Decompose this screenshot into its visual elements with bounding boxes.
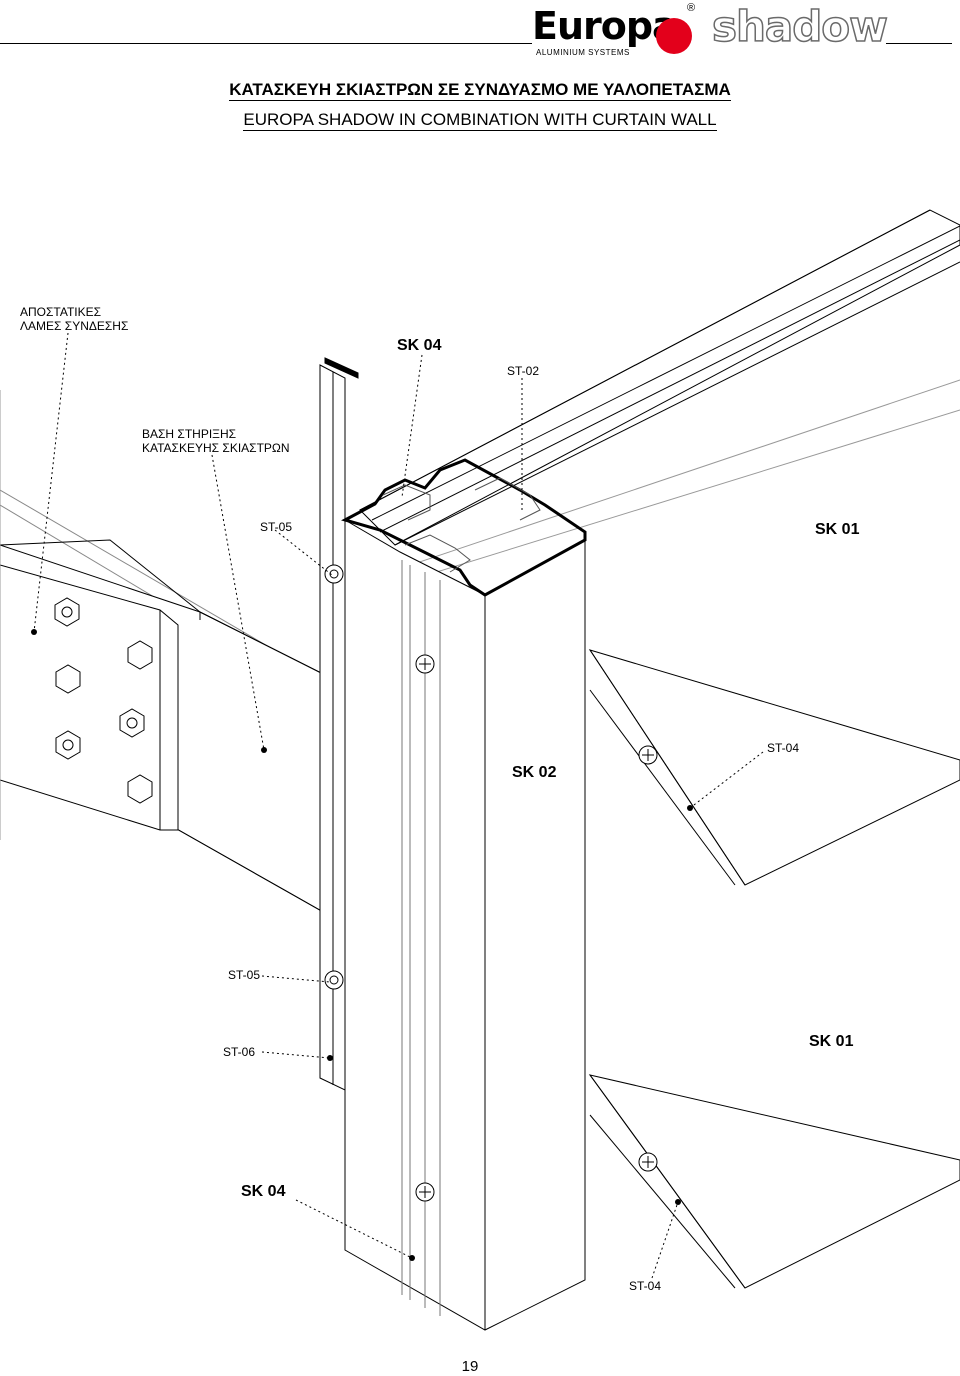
title-greek: ΚΑΤΑΣΚΕΥΗ ΣΚΙΑΣΤΡΩΝ ΣΕ ΣΥΝΔΥΑΣΜΟ ΜΕ ΥΑΛΟ…	[229, 80, 731, 101]
label-sk01-bottom: SK 01	[809, 1033, 854, 1050]
label-st06: ST-06	[223, 1045, 256, 1059]
page-number: 19	[461, 1358, 479, 1375]
brand-logo: Europa ® ALUMINIUM SYSTEMS shadow	[532, 1, 892, 60]
louvre-blade-upper	[588, 649, 960, 886]
label-sk02: SK 02	[512, 764, 557, 781]
column-section-inner	[382, 477, 541, 573]
column-section-outline	[341, 458, 587, 597]
brand-wordmark: Europa	[532, 4, 678, 48]
louvre-blade-lower	[588, 1074, 960, 1289]
leader-lines	[33, 332, 764, 1279]
label-st05-bottom: ST-05	[228, 968, 261, 982]
label-sk04-top: SK 04	[397, 337, 442, 354]
label-spacer-plates: ΑΠΟΣΤΑΤΙΚΕΣ ΛΑΜΕΣ ΣΥΝΔΕΣΗΣ	[20, 305, 129, 333]
mullion-column	[344, 519, 586, 1331]
brand-subtitle: ALUMINIUM SYSTEMS	[536, 48, 630, 57]
label-st05-top: ST-05	[260, 520, 293, 534]
spacer-plate	[0, 564, 179, 831]
leader-dots	[31, 629, 693, 1261]
product-wordmark: shadow	[711, 1, 888, 52]
screw-icons	[324, 564, 658, 1202]
header-rule-right	[886, 43, 952, 44]
label-sk01-top: SK 01	[815, 521, 860, 538]
label-sk04-bottom: SK 04	[241, 1183, 286, 1200]
brand-accent-dot	[656, 18, 692, 54]
bolt-icons	[54, 597, 153, 804]
header-rule-left	[0, 43, 532, 44]
label-st02: ST-02	[507, 364, 540, 378]
label-st04-bottom: ST-04	[629, 1279, 662, 1293]
registered-mark: ®	[687, 2, 696, 14]
label-support-base: ΒΑΣΗ ΣΤΗΡΙΞΗΣ ΚΑΤΑΣΚΕΥΗΣ ΣΚΙΑΣΤΡΩΝ	[142, 427, 290, 455]
curtain-wall-transom	[359, 209, 960, 593]
title-english: EUROPA SHADOW IN COMBINATION WITH CURTAI…	[243, 110, 717, 131]
label-st04-top: ST-04	[767, 741, 800, 755]
